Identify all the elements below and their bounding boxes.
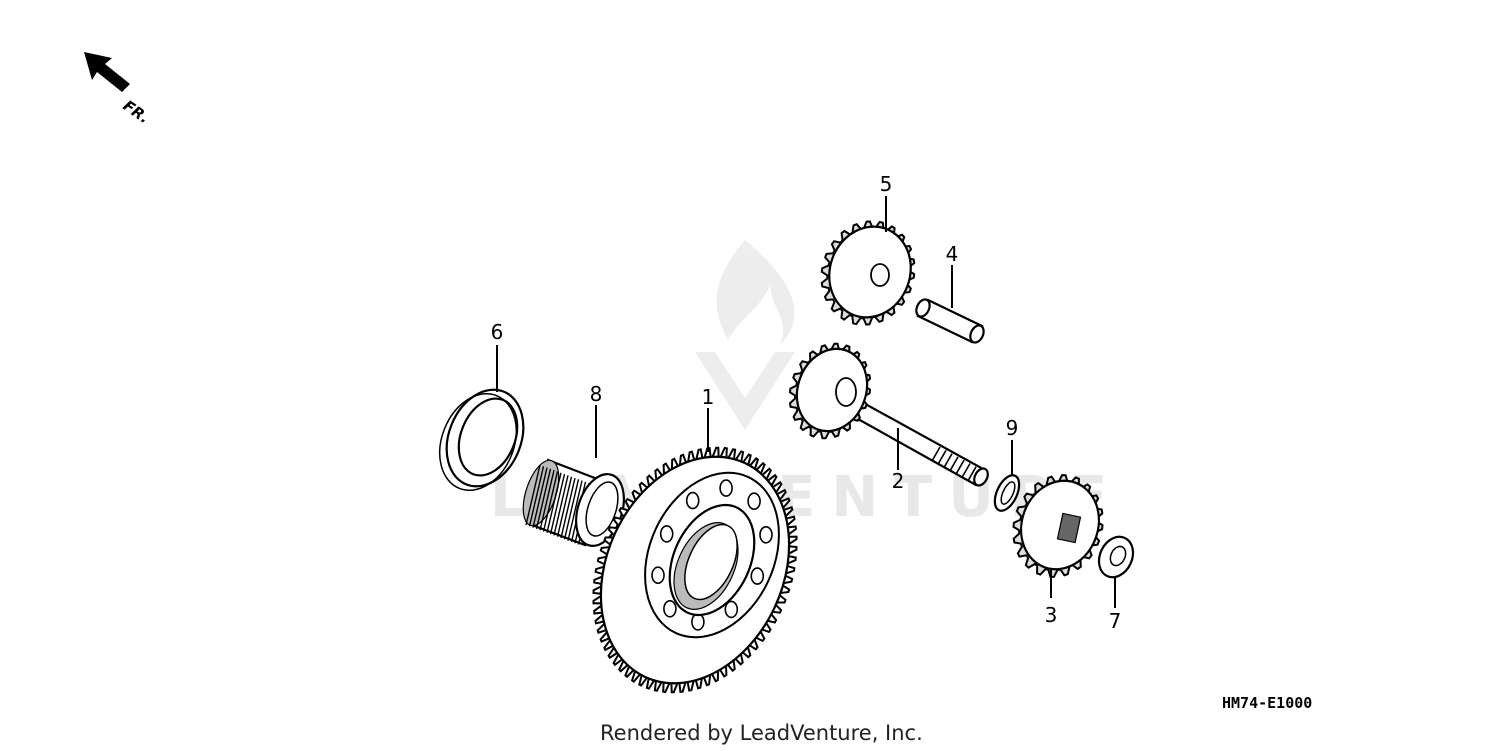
callout-8: 8 xyxy=(590,382,603,406)
bolt-hole xyxy=(691,613,705,631)
callout-6: 6 xyxy=(491,320,504,344)
bolt-hole xyxy=(663,599,677,618)
part-3-gear xyxy=(1012,474,1104,578)
part-1-ring-gear xyxy=(592,446,798,694)
bearing-needle xyxy=(549,473,566,535)
front-direction-arrow: FR. xyxy=(84,52,153,127)
bearing-needle xyxy=(535,468,552,530)
part-7-washer xyxy=(1097,535,1135,579)
diagram-code: HM74-E1000 xyxy=(1222,694,1312,712)
shaft-spline xyxy=(943,453,953,468)
bearing-needle xyxy=(525,464,541,526)
part-9-circlip xyxy=(993,474,1021,512)
callout-5: 5 xyxy=(880,172,893,196)
bolt-hole xyxy=(747,492,761,511)
callout-1: 1 xyxy=(702,385,715,409)
bolt-hole xyxy=(759,525,773,544)
bearing-needle xyxy=(556,476,573,537)
bearing-needle xyxy=(546,472,562,533)
part-6-washer xyxy=(438,388,525,492)
bearing-needle xyxy=(560,477,576,539)
bolt-hole xyxy=(724,600,739,619)
bearing-needle xyxy=(542,471,559,532)
shaft-spline xyxy=(931,446,941,462)
bolt-hole xyxy=(659,525,674,543)
bearing-needle xyxy=(553,475,569,536)
bolt-hole xyxy=(750,567,765,585)
bearing-needle xyxy=(528,466,545,527)
bolt-hole xyxy=(719,479,733,497)
shaft-spline xyxy=(955,459,965,475)
bolt-hole xyxy=(651,566,665,585)
shaft-spline xyxy=(967,466,977,482)
callout-2: 2 xyxy=(892,469,905,493)
bearing-needle xyxy=(532,467,548,528)
part-5-gear xyxy=(820,220,916,326)
callout-7: 7 xyxy=(1109,609,1122,633)
part-2-shaft-gear xyxy=(788,342,989,487)
shaft-spline xyxy=(949,456,959,472)
bolt-hole xyxy=(685,491,700,510)
front-label: FR. xyxy=(120,97,153,128)
bearing-needle xyxy=(563,479,580,540)
leader-lines xyxy=(496,196,1116,608)
shaft-spline xyxy=(937,449,947,465)
bearing-needle xyxy=(567,480,583,541)
callout-9: 9 xyxy=(1006,416,1019,440)
callout-3: 3 xyxy=(1045,603,1058,627)
footer-credit: Rendered by LeadVenture, Inc. xyxy=(600,721,923,745)
callout-4: 4 xyxy=(946,242,959,266)
part-4-pin xyxy=(915,298,985,344)
bearing-needle xyxy=(539,470,555,531)
shaft-spline xyxy=(961,463,971,478)
part-8-needle-bearing xyxy=(522,458,625,547)
